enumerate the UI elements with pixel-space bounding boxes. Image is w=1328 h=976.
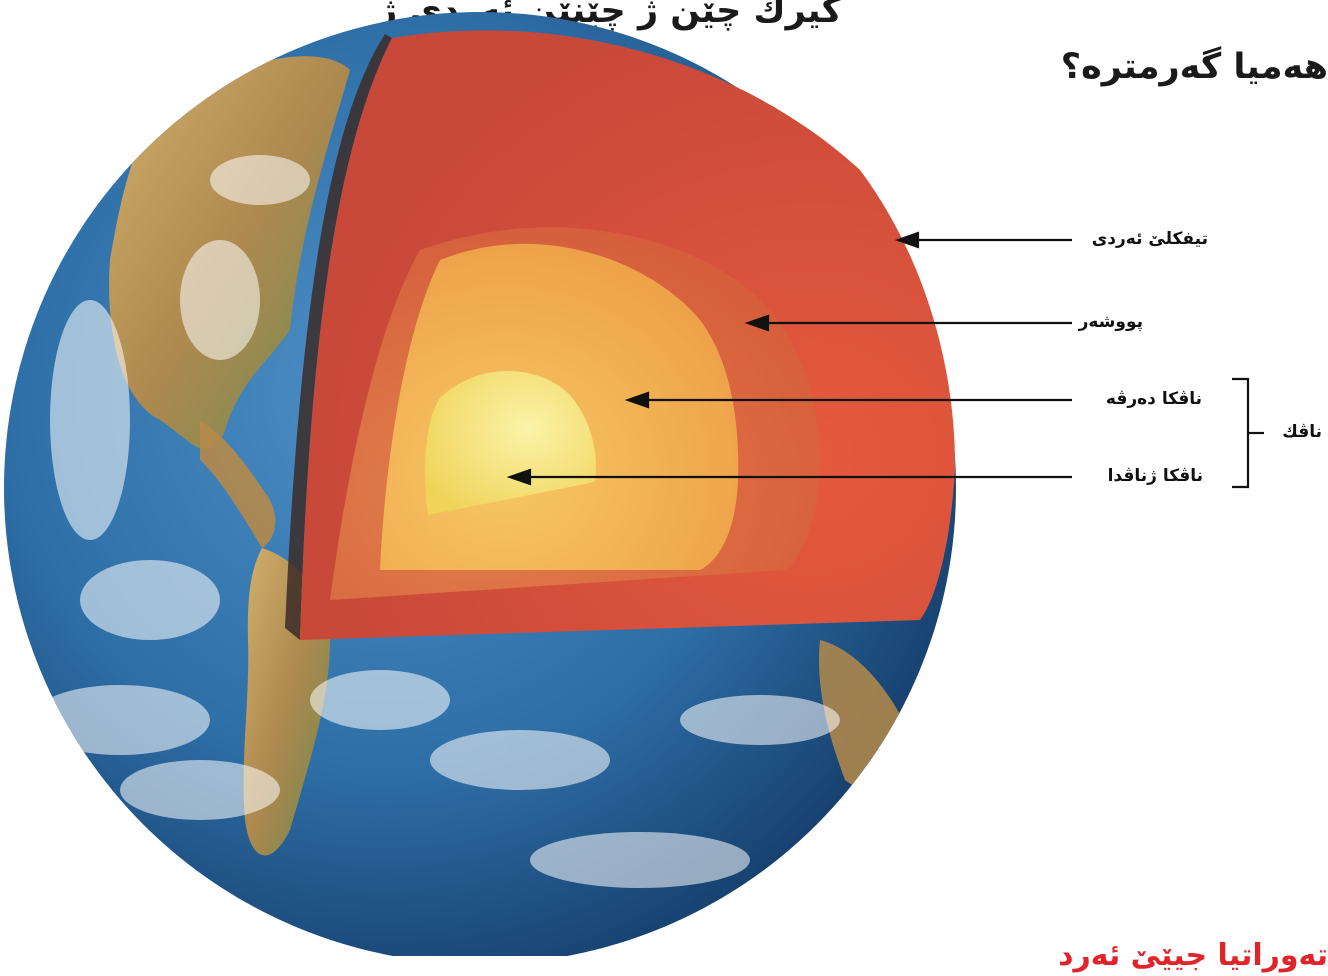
label-outer-core: ناڤكا دەرڤە [1105,389,1202,409]
section-heading-red: تەوراتيا جيێێ ئەرد [1058,938,1328,973]
pointer-arrows [506,231,1072,486]
earth-layers-diagram [4,12,1264,956]
arrowhead-outer-core [624,391,650,409]
cutaway-rim [285,34,392,640]
question-line-2: هەمیا گەرمترە؟ [1060,47,1328,87]
arrowhead-crust [894,231,920,249]
layer-inner-core [425,370,596,515]
arrowhead-inner-core [506,468,532,486]
arrowhead-mantle [744,314,770,332]
central-america-land [200,420,276,548]
clouds [30,155,840,888]
label-inner-core: ناڤكا ژناڤدا [1107,466,1203,486]
label-crust: تیفكلێ ئەردی [1091,229,1208,249]
label-core: ناڤك [1282,422,1322,442]
label-mantle: پووشەر [1078,312,1143,332]
core-bracket [1232,377,1264,489]
